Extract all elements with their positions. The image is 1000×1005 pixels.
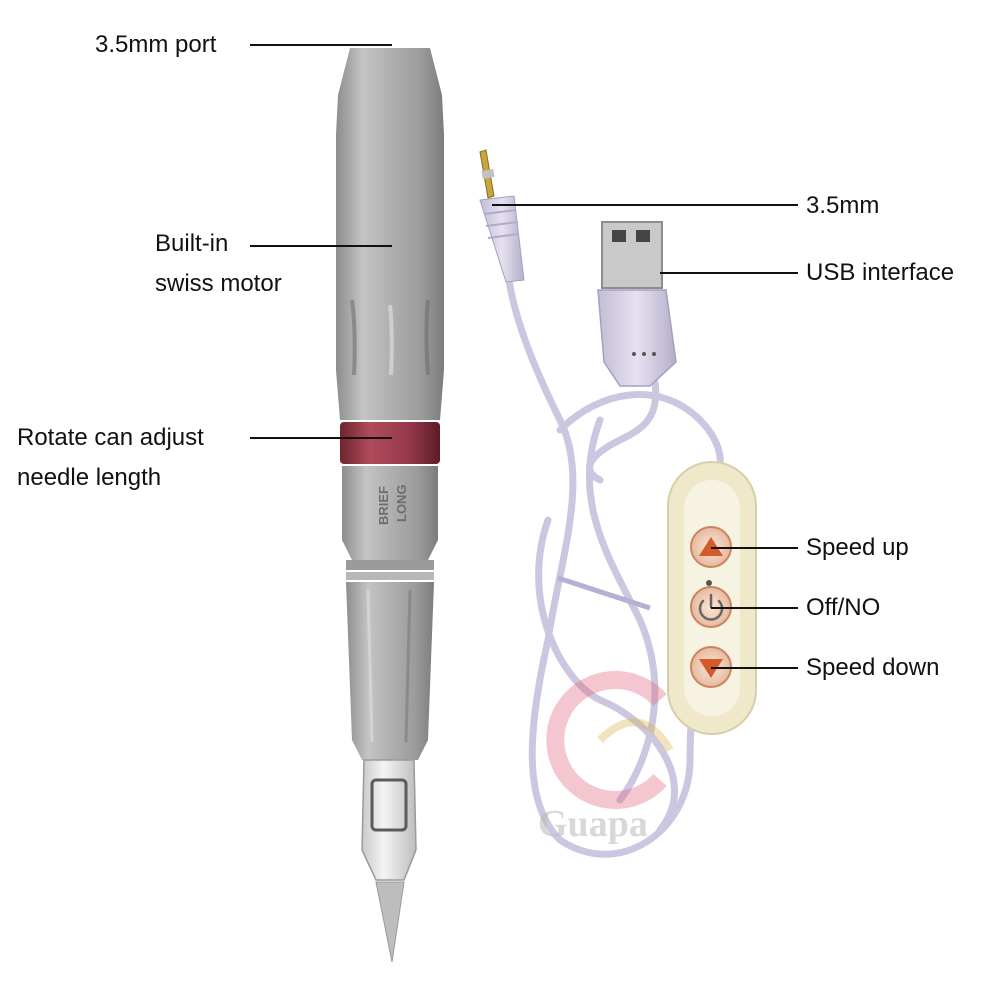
brief-marking: BRIEF <box>376 486 391 525</box>
speed-down-label: Speed down <box>806 654 940 681</box>
pen-grip <box>346 582 434 760</box>
pen-top-cap <box>336 48 444 135</box>
usb-plug <box>597 221 677 387</box>
speed-up-label: Speed up <box>806 534 909 561</box>
usb-label: USB interface <box>806 259 955 286</box>
motor-label-line2: swiss motor <box>155 270 282 297</box>
adjust-label-line2: needle length <box>17 464 162 491</box>
port-label: 3.5mm port <box>95 31 217 58</box>
motor-label-line1: Built-in <box>155 230 229 257</box>
adjust-label-line1: Rotate can adjust <box>17 424 204 451</box>
power-label: Off/NO <box>806 594 881 621</box>
watermark-logo <box>546 671 674 809</box>
pen-lower-body <box>342 466 438 560</box>
leader-lines <box>250 44 798 669</box>
needle-cartridge <box>361 759 417 881</box>
speed-controller <box>667 461 757 735</box>
power-cable <box>504 268 724 858</box>
jack-label: 3.5mm <box>806 192 880 219</box>
audio-jack <box>479 149 525 283</box>
long-marking: LONG <box>394 484 409 522</box>
adjust-ring <box>340 422 440 464</box>
pen-body <box>336 135 444 420</box>
watermark-text: Guapa <box>538 803 648 845</box>
arrow-up-icon <box>699 537 723 556</box>
tattoo-pen: BRIEF LONG <box>336 48 444 963</box>
power-icon <box>698 593 724 621</box>
